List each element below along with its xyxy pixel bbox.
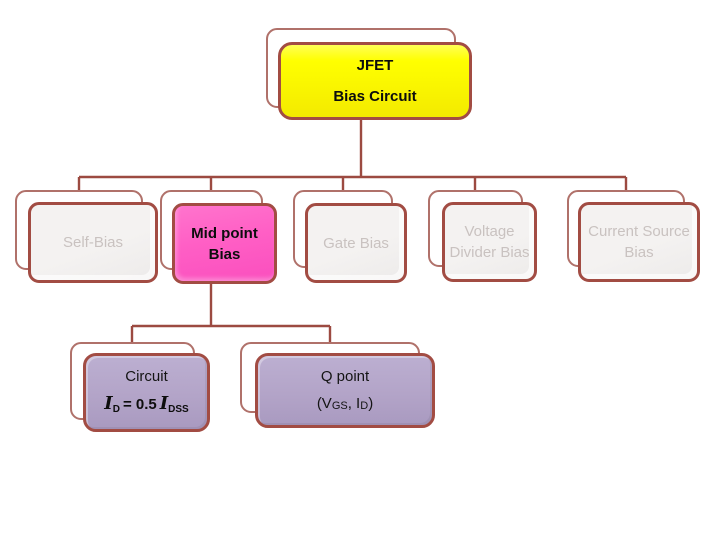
- node-q-point-title: Q point: [320, 367, 370, 385]
- node-self-bias: Self-Bias: [28, 202, 158, 283]
- qval-mid: , I: [347, 394, 361, 412]
- qval-close: ): [368, 394, 374, 412]
- node-mid-point-bias: Mid point Bias: [172, 203, 277, 284]
- node-mid-point-bias-label: Mid point Bias: [191, 224, 258, 263]
- node-voltage-divider-bias: Voltage Divider Bias: [442, 202, 537, 282]
- qval-open: (V: [316, 394, 332, 412]
- formula-var-idss: I: [159, 392, 169, 414]
- node-gate-bias: Gate Bias: [305, 203, 407, 283]
- node-current-source-bias-label: Current Source Bias: [588, 223, 690, 261]
- node-gate-bias-label: Gate Bias: [323, 234, 389, 252]
- formula-equals: = 0.5: [122, 395, 157, 413]
- node-root-label-line1: JFET: [356, 57, 394, 74]
- node-root-label-line2: Bias Circuit: [333, 88, 417, 105]
- node-root: JFET Bias Circuit: [278, 42, 472, 120]
- qval-sub-gs: GS: [331, 399, 348, 412]
- formula-sub-dss: DSS: [168, 403, 189, 415]
- node-voltage-divider-bias-label: Voltage Divider Bias: [449, 223, 530, 261]
- node-q-point-value: (VGS, ID): [317, 394, 373, 416]
- node-self-bias-label: Self-Bias: [62, 234, 124, 251]
- node-q-point: Q point (VGS, ID): [255, 353, 435, 428]
- node-circuit-title: Circuit: [125, 367, 168, 385]
- formula-sub-d: D: [112, 403, 120, 415]
- qval-sub-d: D: [360, 399, 369, 412]
- formula-var-id: I: [104, 392, 113, 414]
- node-current-source-bias: Current Source Bias: [578, 202, 700, 282]
